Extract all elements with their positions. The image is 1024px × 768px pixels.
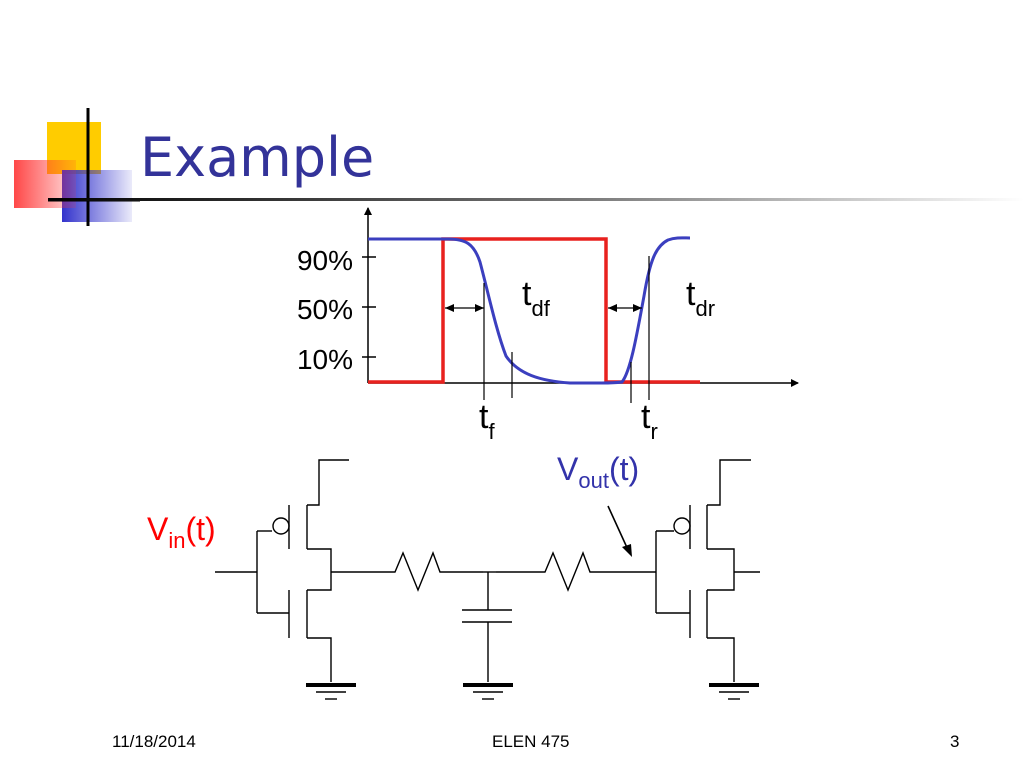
vin-label: Vin(t) [147,511,216,553]
fall-delay-label: tdf [522,275,551,321]
right-ground-icon [709,683,759,700]
right-inverter [655,459,760,682]
rise-delay-label: tdr [686,275,715,321]
rise-time-label: tr [641,398,658,444]
capacitor [462,571,512,682]
title-underline [48,198,1024,201]
left-inverter [215,459,383,682]
resistor-1 [383,551,483,592]
y-tick-label-50: 50% [297,294,353,325]
middle-ground-icon [463,683,513,700]
left-ground-icon [306,683,356,700]
waveform-plot: 90% 50% 10% tdf tdr tf tr [297,207,799,444]
y-tick-label-90: 90% [297,245,353,276]
fall-time-label: tf [479,398,495,444]
output-waveform [368,236,691,385]
vout-label: Vout(t) [557,451,639,493]
resistor-2 [496,551,656,592]
y-tick-label-10: 10% [297,344,353,375]
vout-pointer-arrow [607,505,630,553]
footer-course: ELEN 475 [492,732,570,751]
footer-date: 11/18/2014 [112,732,196,751]
left-pmos-bubble [272,517,290,535]
circuit-schematic [215,459,760,700]
slide-title: Example [140,126,375,189]
footer-page-number: 3 [950,732,960,751]
right-pmos-bubble [673,517,691,535]
